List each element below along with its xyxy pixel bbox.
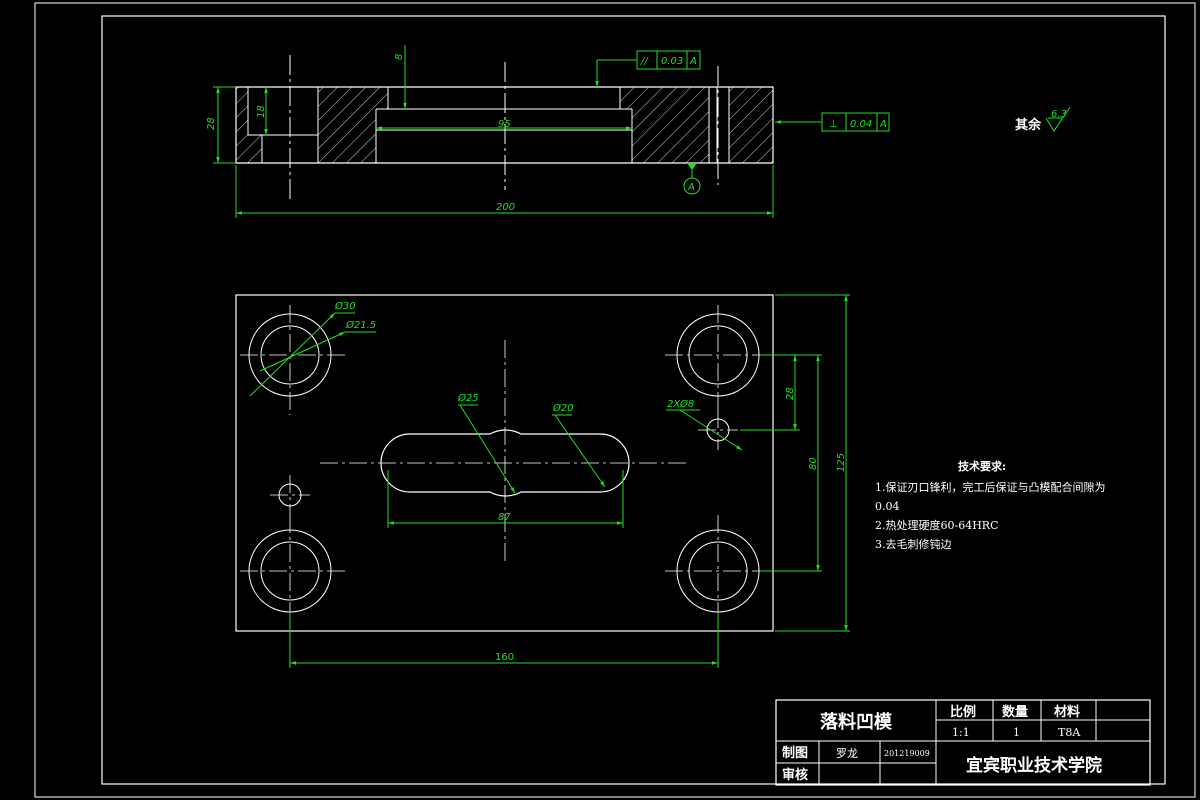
parallelism-value: 0.03 (661, 56, 683, 67)
dim-dia-25: Ø25 (457, 392, 479, 404)
dim-160: 160 (495, 652, 514, 663)
scale-value: 1:1 (952, 726, 970, 739)
drawn-by: 罗龙 (836, 747, 858, 760)
qty-value: 1 (1013, 726, 1020, 739)
tech-line-1: 1.保证刃口锋利，完工后保证与凸模配合间隙为 (875, 480, 1106, 494)
tech-line-2: 0.04 (875, 500, 900, 513)
dim-80: 80 (808, 457, 819, 470)
dim-pocket-width: 95 (498, 119, 511, 130)
dim-87: 87 (498, 512, 511, 523)
perpendicularity-datum: A (879, 119, 887, 130)
drawn-label: 制图 (782, 745, 808, 761)
dim-thickness: 28 (206, 117, 217, 130)
parallelism-datum: A (689, 56, 697, 67)
dim-pin-holes: 2XØ8 (667, 398, 694, 410)
material-value: T8A (1058, 726, 1081, 739)
tech-title: 技术要求: (958, 459, 1006, 473)
school-name: 宜宾职业技术学院 (966, 755, 1102, 776)
perpendicularity-value: 0.04 (850, 119, 872, 130)
part-name: 落料凹模 (820, 711, 893, 733)
tech-line-3: 2.热处理硬度60-64HRC (875, 518, 999, 532)
section-view: 28 18 8 95 200 // 0.03 A ⊥ 0.04 A A (206, 45, 890, 218)
tech-requirements: 技术要求: 1.保证刃口锋利，完工后保证与凸模配合间隙为 0.04 2.热处理硬… (875, 459, 1106, 551)
surface-finish-note: 其余 6.3 (1015, 106, 1071, 133)
parallelism-symbol: // (640, 56, 649, 67)
title-block: 落料凹模 比例 数量 材料 1:1 1 T8A 制图 罗龙 201219009 … (775, 699, 1151, 786)
datum-a-label: A (687, 182, 695, 193)
dim-28: 28 (785, 387, 796, 400)
scale-label: 比例 (950, 704, 976, 720)
dim-counterbore: 18 (256, 105, 267, 118)
perpendicularity-symbol: ⊥ (829, 119, 838, 130)
dim-dia-20: Ø20 (552, 402, 574, 414)
material-label: 材料 (1054, 704, 1080, 720)
dim-pocket-depth: 8 (394, 54, 405, 60)
surface-finish-value: 6.3 (1051, 109, 1067, 120)
outer-border (34, 2, 1196, 798)
dim-dia-21-5: Ø21.5 (345, 319, 376, 331)
tech-line-4: 3.去毛刺修钝边 (875, 537, 952, 551)
inner-border (101, 15, 1166, 785)
plan-view: Ø30 Ø21.5 Ø25 Ø20 2XØ8 28 80 125 87 160 (235, 294, 850, 668)
dim-125: 125 (836, 453, 847, 472)
qty-label: 数量 (1002, 704, 1028, 720)
checked-label: 审核 (782, 767, 808, 783)
surface-finish-label: 其余 (1015, 117, 1042, 133)
dim-length: 200 (496, 202, 515, 213)
dim-dia-30: Ø30 (334, 300, 356, 312)
student-no: 201219009 (884, 749, 930, 758)
